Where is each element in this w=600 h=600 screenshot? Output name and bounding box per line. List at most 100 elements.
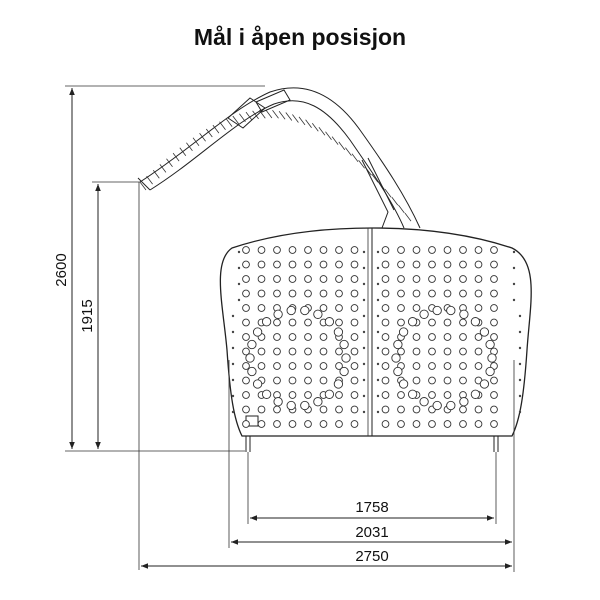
bike-symbol-hole — [479, 379, 490, 389]
perforation-hole — [242, 318, 250, 327]
edge-dot — [362, 250, 366, 254]
lid-hatch-mark — [292, 114, 299, 123]
perforation-hole — [443, 347, 452, 356]
perforation-hole — [242, 333, 250, 341]
perforation-hole — [304, 260, 312, 269]
edge-dot — [376, 378, 380, 382]
lid-hatch-mark — [232, 115, 240, 125]
perforation-hole — [350, 333, 359, 341]
perforation-hole — [288, 260, 297, 269]
bike-symbol-hole — [459, 397, 469, 407]
perforation-hole — [428, 347, 436, 356]
perforation-hole — [335, 362, 343, 370]
perforation-hole — [288, 289, 297, 298]
edge-dot — [376, 282, 380, 286]
perforation-hole — [335, 405, 343, 414]
edge-dot — [362, 330, 366, 334]
bike-symbol-hole — [341, 353, 351, 363]
edge-dot — [376, 346, 380, 350]
edge-dot — [362, 394, 366, 398]
perforation-hole — [335, 246, 343, 254]
perforation-hole — [428, 362, 436, 370]
edge-dot — [518, 378, 522, 382]
bike-symbol-hole — [261, 389, 272, 399]
perforation-hole — [350, 275, 359, 283]
perforation-hole — [459, 347, 467, 356]
perforation-hole — [350, 347, 359, 356]
bike-symbol-hole — [252, 379, 263, 389]
perforation-pattern — [231, 246, 522, 428]
edge-dot — [362, 266, 366, 270]
bike-symbol-hole — [273, 309, 283, 319]
lid-hatch-mark — [371, 173, 379, 183]
edge-dot — [376, 410, 380, 414]
perforation-hole — [474, 333, 483, 341]
perforation-hole — [319, 333, 328, 341]
perforation-hole — [443, 246, 452, 254]
perforation-hole — [490, 391, 498, 399]
perforation-hole — [242, 347, 250, 356]
dim-label-2750: 2750 — [355, 548, 388, 565]
bike-symbol-hole — [339, 339, 349, 350]
bike-symbol-hole — [333, 379, 344, 389]
bike-symbol-hole — [398, 327, 409, 337]
bike-symbol-hole — [324, 317, 335, 327]
lid-hatch-mark — [311, 123, 319, 132]
bike-symbol-hole — [300, 400, 310, 411]
edge-dot — [231, 362, 235, 366]
perforation-hole — [288, 362, 297, 370]
edge-dot — [376, 266, 380, 270]
perforation-hole — [381, 318, 390, 327]
lid-hatch-mark — [186, 142, 193, 151]
perforation-hole — [335, 260, 343, 269]
perforation-hole — [319, 275, 328, 283]
lid-hatch-mark — [166, 158, 173, 167]
perforation-hole — [319, 304, 328, 312]
lid-hatch-mark — [146, 175, 153, 185]
perforation-hole — [412, 333, 421, 341]
perforation-hole — [257, 405, 266, 414]
perforation-hole — [381, 362, 390, 370]
lid-hatch-mark — [199, 132, 206, 142]
perforation-hole — [319, 362, 328, 370]
perforation-hole — [428, 275, 436, 283]
perforation-hole — [428, 391, 436, 399]
lid-hatch-mark — [152, 169, 160, 179]
bike-symbol-hole — [333, 327, 344, 337]
perforation-hole — [397, 246, 405, 254]
perforation-hole — [257, 260, 266, 269]
bike-symbol-hole — [459, 309, 469, 319]
perforation-hole — [319, 405, 328, 414]
perforation-hole — [350, 318, 359, 327]
edge-dot — [518, 346, 522, 350]
bike-shelter-body — [219, 227, 532, 452]
perforation-hole — [288, 391, 297, 399]
perforation-hole — [381, 260, 390, 269]
perforation-hole — [474, 304, 483, 312]
perforation-hole — [490, 246, 498, 254]
perforation-hole — [397, 420, 405, 428]
perforation-hole — [459, 405, 467, 414]
perforation-hole — [304, 420, 312, 428]
bike-symbol-hole — [446, 305, 456, 316]
dim-label-1915: 1915 — [79, 299, 96, 332]
perforation-hole — [319, 376, 328, 385]
lid-hatch-mark — [331, 136, 339, 145]
perforation-hole — [304, 289, 312, 298]
perforation-hole — [474, 246, 483, 254]
bike-symbol-hole — [247, 366, 257, 377]
edge-dot — [376, 314, 380, 318]
perforation-hole — [288, 333, 297, 341]
bike-symbol-hole — [432, 400, 442, 411]
lid-hatch-mark — [139, 181, 147, 191]
perforation-hole — [459, 376, 467, 385]
perforation-hole — [397, 275, 405, 283]
perforation-hole — [304, 376, 312, 385]
perforation-hole — [381, 391, 390, 399]
perforation-hole — [490, 318, 498, 327]
perforation-hole — [304, 246, 312, 254]
edge-dot — [518, 330, 522, 334]
lid-hatch-mark — [212, 124, 220, 134]
perforation-hole — [490, 333, 498, 341]
perforation-hole — [319, 246, 328, 254]
